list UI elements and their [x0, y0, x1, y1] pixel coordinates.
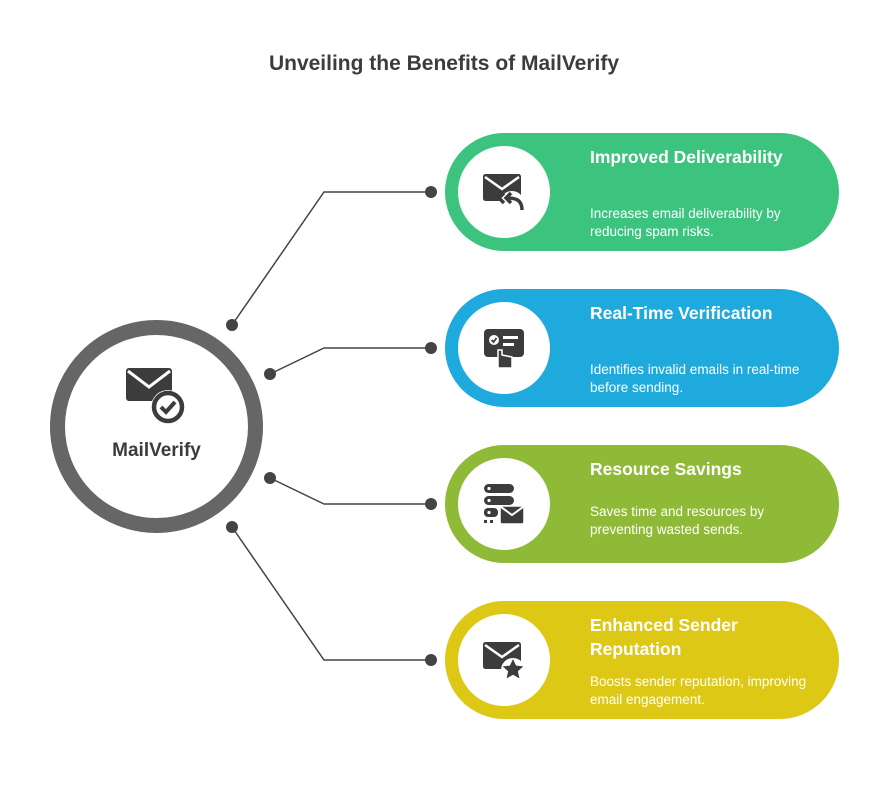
benefit-description: Saves time and resources by preventing w…	[590, 504, 765, 537]
connector-3	[269, 477, 431, 505]
email-reply-icon	[483, 174, 524, 214]
connector-dot	[264, 368, 276, 380]
email-check-icon	[126, 368, 185, 424]
benefit-card-real-time-verification: Real-Time Verification Identifies invali…	[445, 289, 839, 407]
connector-dot	[226, 319, 238, 331]
benefit-title: Resource Savings	[590, 459, 742, 479]
connector-dot	[226, 521, 238, 533]
connector-dot	[425, 498, 437, 510]
benefit-description: Boosts sender reputation, improving emai…	[590, 674, 807, 707]
icon-ring	[445, 601, 563, 719]
connector-4	[231, 526, 431, 661]
icon-ring	[445, 289, 563, 407]
benefit-title: Improved Deliverability	[590, 147, 783, 167]
connector-dot	[425, 186, 437, 198]
benefit-title: Real-Time Verification	[590, 303, 773, 323]
benefit-card-resource-savings: Resource Savings Saves time and resource…	[445, 445, 839, 563]
benefit-title: Enhanced Sender Reputation	[590, 615, 738, 659]
benefit-card-improved-deliverability: Improved Deliverability Increases email …	[445, 133, 839, 251]
connector-dot	[264, 472, 276, 484]
hub-label: MailVerify	[112, 440, 201, 461]
email-star-icon	[483, 642, 525, 682]
page-title: Unveiling the Benefits of MailVerify	[268, 52, 620, 75]
benefit-description: Identifies invalid emails in real-time b…	[590, 362, 800, 395]
benefit-description: Increases email deliverability by reduci…	[590, 206, 781, 239]
icon-ring	[445, 133, 563, 251]
connector-2	[269, 347, 431, 375]
touch-screen-check-icon	[484, 329, 524, 369]
connector-1	[231, 191, 431, 326]
connector-dot	[425, 342, 437, 354]
server-email-icon	[484, 484, 525, 525]
benefit-card-enhanced-sender-reputation: Enhanced Sender Reputation Boosts sender…	[445, 601, 839, 719]
connector-dot	[425, 654, 437, 666]
icon-ring	[445, 445, 563, 563]
